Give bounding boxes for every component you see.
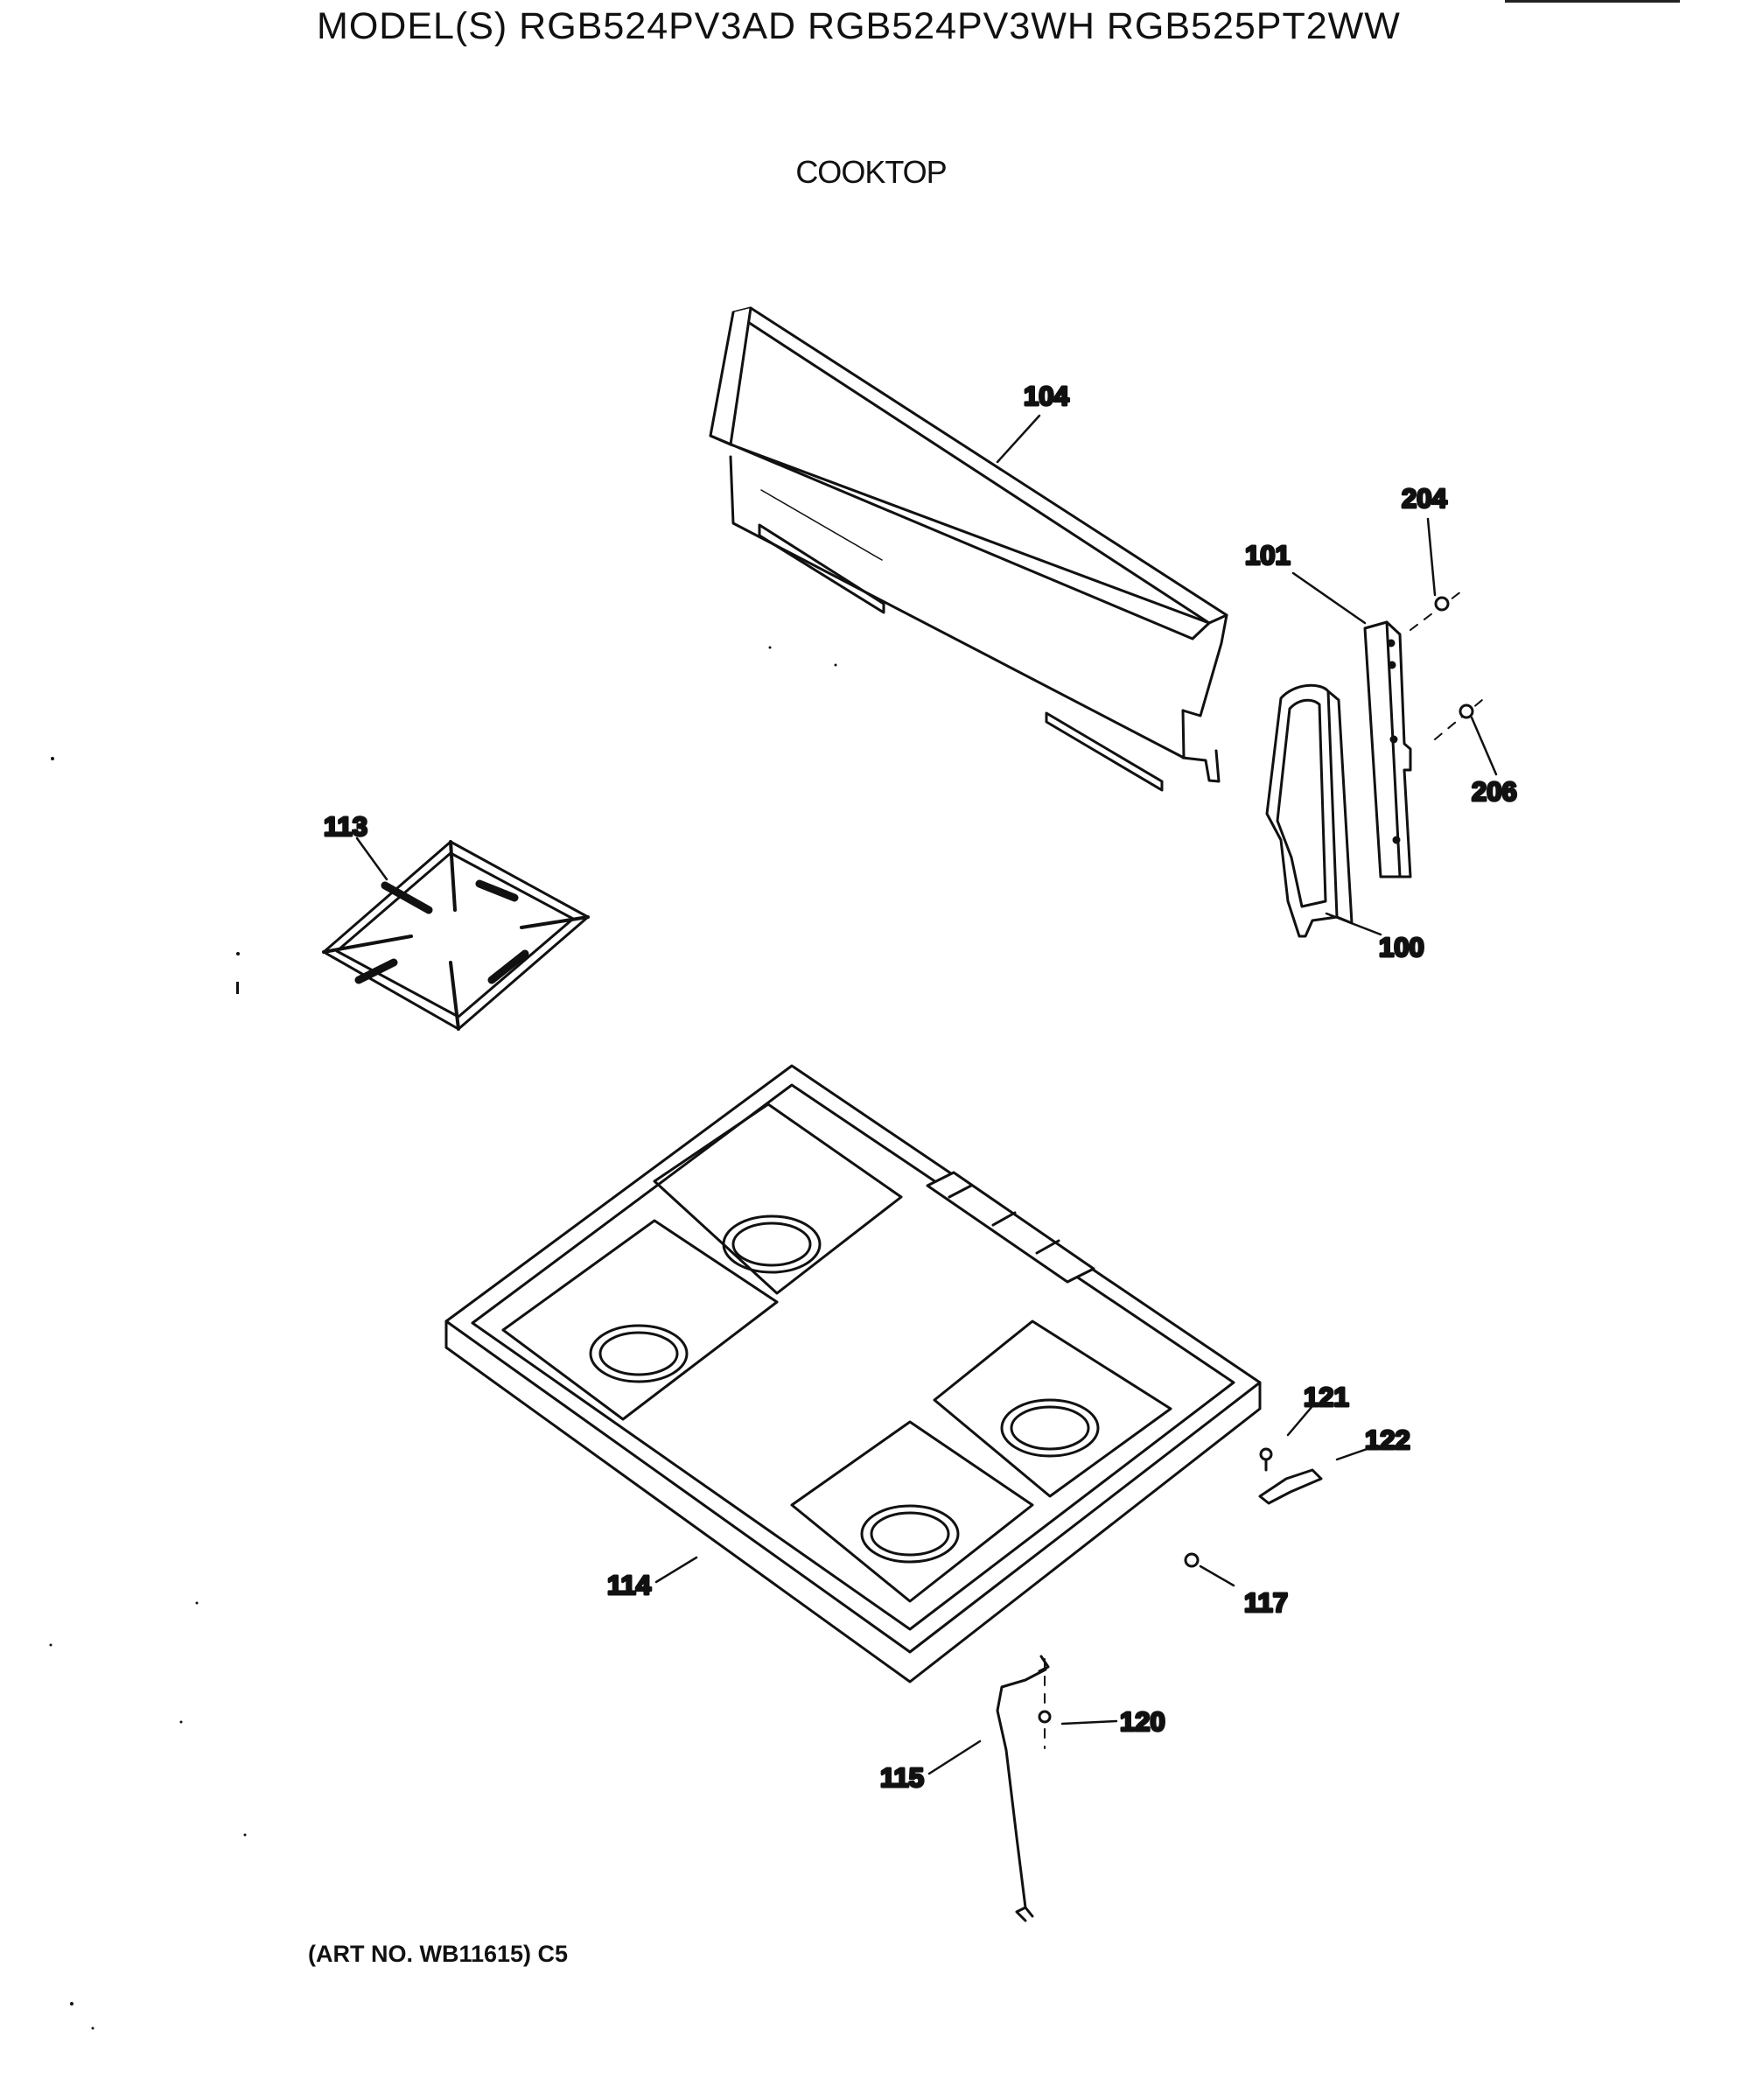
callout-117: 117	[1244, 1587, 1288, 1618]
screw-206	[1434, 695, 1488, 740]
side-bracket	[1363, 620, 1412, 878]
screw-121	[1259, 1447, 1273, 1472]
screw-120	[1038, 1658, 1052, 1749]
backsplash-panel	[709, 306, 1228, 792]
callout-113: 113	[324, 811, 367, 842]
callout-101: 101	[1245, 540, 1291, 570]
section-title: COOKTOP	[795, 154, 947, 190]
burner-grate	[322, 840, 590, 1031]
callout-120: 120	[1120, 1706, 1165, 1737]
callout-122: 122	[1365, 1424, 1410, 1455]
callout-114: 114	[607, 1570, 652, 1600]
page-title: MODEL(S) RGB524PV3AD RGB524PV3WH RGB525P…	[317, 5, 1401, 47]
bracket-122	[1258, 1468, 1323, 1505]
callout-104: 104	[1024, 381, 1069, 411]
callout-115: 115	[880, 1762, 924, 1793]
callout-100: 100	[1379, 932, 1424, 962]
cooktop-main	[444, 1064, 1262, 1684]
support-rod	[996, 1655, 1050, 1922]
top-rule	[1505, 0, 1680, 3]
art-number: (ART NO. WB11615) C5	[308, 1941, 569, 1967]
callout-121: 121	[1304, 1382, 1349, 1412]
callout-206: 206	[1472, 776, 1517, 807]
callout-204: 204	[1402, 483, 1447, 514]
screw-204	[1410, 591, 1462, 631]
leader-lines	[355, 414, 1498, 1775]
nut-117	[1184, 1552, 1200, 1568]
scan-specks	[49, 646, 837, 2030]
side-trim	[1265, 683, 1354, 938]
